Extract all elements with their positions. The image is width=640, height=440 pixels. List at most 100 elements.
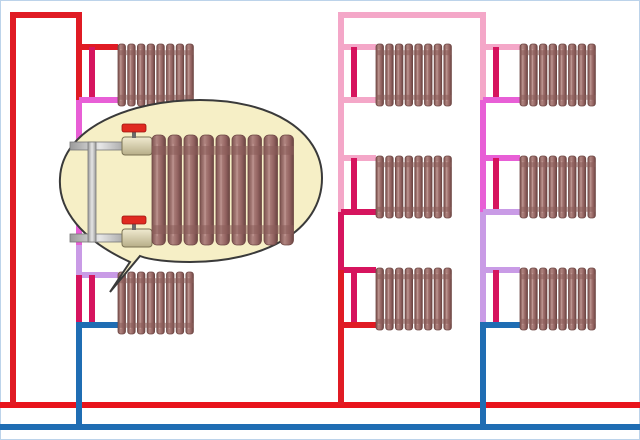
radiator-section bbox=[558, 43, 567, 107]
radiator-header-bottom bbox=[152, 225, 294, 234]
radiator-section bbox=[519, 155, 528, 219]
radiator-section bbox=[247, 134, 262, 246]
radiator-section bbox=[548, 43, 558, 107]
radiator-header-top bbox=[152, 146, 294, 155]
radiator-section bbox=[424, 155, 433, 219]
radiator-header-top bbox=[376, 162, 452, 168]
radiator-section bbox=[156, 271, 165, 335]
radiator-section bbox=[127, 271, 136, 335]
middle-top-loop bbox=[338, 12, 520, 50]
radiator-header-top bbox=[520, 50, 596, 56]
radiator-section bbox=[183, 134, 198, 246]
radiator-header-top bbox=[118, 50, 194, 56]
radiator-section bbox=[279, 134, 294, 246]
radiator-section bbox=[424, 267, 433, 331]
radiator-section bbox=[117, 43, 126, 107]
radiator-section bbox=[529, 267, 538, 331]
radiator-header-bottom bbox=[520, 318, 596, 324]
radiator-section bbox=[443, 43, 452, 107]
radiator-section bbox=[443, 155, 452, 219]
radiator-section bbox=[175, 271, 185, 335]
radiator-header-top bbox=[118, 278, 194, 284]
radiator-middle-2 bbox=[375, 155, 452, 219]
middle-riser bbox=[338, 47, 376, 405]
radiator-section bbox=[519, 43, 528, 107]
radiator-header-top bbox=[520, 162, 596, 168]
radiator-section bbox=[394, 155, 404, 219]
radiator-section bbox=[375, 267, 384, 331]
radiator-section bbox=[548, 267, 558, 331]
radiator-header-bottom bbox=[520, 94, 596, 100]
radiator-header-bottom bbox=[520, 206, 596, 212]
right-return-riser bbox=[480, 322, 520, 427]
radiator-section bbox=[404, 155, 414, 219]
radiator-section bbox=[146, 271, 156, 335]
radiator-section bbox=[414, 267, 423, 331]
radiator-section bbox=[166, 271, 175, 335]
right-riser bbox=[480, 47, 520, 325]
radiator-middle-3 bbox=[375, 267, 452, 331]
radiator-section bbox=[394, 43, 404, 107]
radiator-section bbox=[117, 271, 126, 335]
radiator-section bbox=[529, 43, 538, 107]
radiator-middle-1 bbox=[375, 43, 452, 107]
radiator-section bbox=[414, 155, 423, 219]
radiator-header-bottom bbox=[118, 322, 194, 328]
valve-top bbox=[121, 123, 153, 156]
radiator-section bbox=[433, 267, 443, 331]
radiator-section bbox=[577, 43, 587, 107]
radiator-section bbox=[529, 155, 538, 219]
radiator-section bbox=[404, 267, 414, 331]
radiator-section bbox=[414, 43, 423, 107]
radiator-section bbox=[404, 43, 414, 107]
radiator-header-top bbox=[376, 274, 452, 280]
radiator-section bbox=[127, 43, 136, 107]
radiator-section bbox=[519, 267, 528, 331]
radiator-section bbox=[385, 43, 394, 107]
radiator-section bbox=[568, 155, 577, 219]
radiator-section bbox=[433, 43, 443, 107]
radiator-section bbox=[394, 267, 404, 331]
radiator-section bbox=[199, 134, 214, 246]
radiator-right-1 bbox=[519, 43, 596, 107]
radiator-section bbox=[568, 267, 577, 331]
radiator-header-bottom bbox=[376, 206, 452, 212]
radiator-left-bottom bbox=[117, 271, 194, 335]
radiator-section bbox=[424, 43, 433, 107]
radiator-header-top bbox=[520, 274, 596, 280]
radiator-section bbox=[538, 155, 548, 219]
radiator-left-top bbox=[117, 43, 194, 107]
left-return-riser bbox=[76, 322, 118, 427]
radiator-section bbox=[433, 155, 443, 219]
radiator-right-3 bbox=[519, 267, 596, 331]
radiator-section bbox=[385, 267, 394, 331]
radiator-section bbox=[587, 43, 596, 107]
radiator-section bbox=[548, 155, 558, 219]
radiator-section bbox=[443, 267, 452, 331]
radiator-section bbox=[538, 267, 548, 331]
radiator-section bbox=[151, 134, 166, 246]
radiator-section bbox=[385, 155, 394, 219]
radiator-section bbox=[587, 267, 596, 331]
radiator-header-bottom bbox=[118, 94, 194, 100]
radiator-section bbox=[167, 134, 182, 246]
radiator-section bbox=[231, 134, 246, 246]
radiator-section bbox=[558, 267, 567, 331]
radiator-header-bottom bbox=[376, 318, 452, 324]
radiator-header-top bbox=[376, 50, 452, 56]
radiator-header-bottom bbox=[376, 94, 452, 100]
radiator-section bbox=[558, 155, 567, 219]
radiator-section bbox=[577, 267, 587, 331]
valve-bottom bbox=[121, 215, 153, 248]
radiator-section bbox=[375, 43, 384, 107]
radiator-section bbox=[375, 155, 384, 219]
radiator-section bbox=[136, 271, 146, 335]
radiator-section bbox=[577, 155, 587, 219]
radiator-right-2 bbox=[519, 155, 596, 219]
radiator-section bbox=[538, 43, 548, 107]
radiator-callout-enlarged bbox=[151, 134, 294, 246]
radiator-section bbox=[587, 155, 596, 219]
radiator-section bbox=[568, 43, 577, 107]
